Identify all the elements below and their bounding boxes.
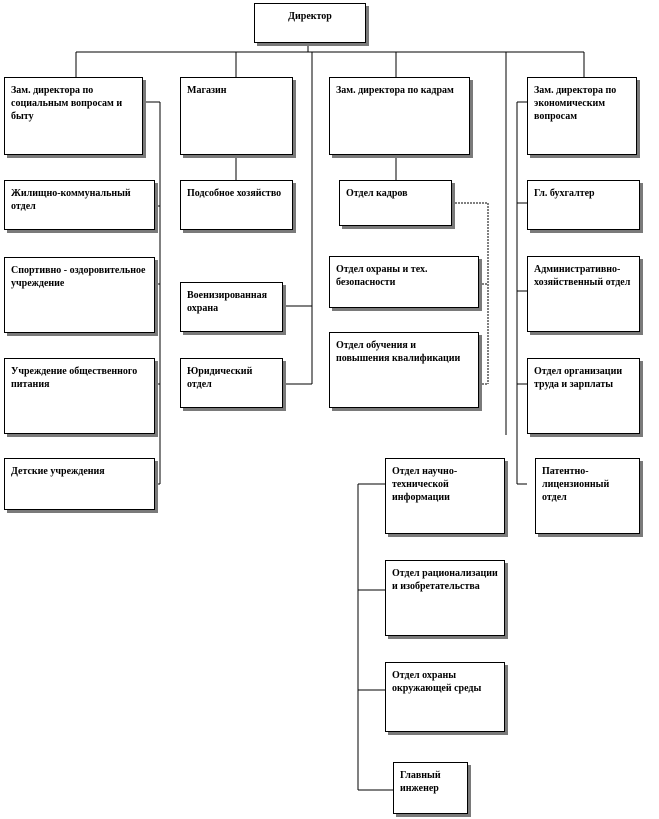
social-item-box: Детские учреждения — [4, 458, 155, 510]
social-item-box: Спортивно - оздоровительное учреждение — [4, 257, 155, 333]
engineering-item-box: Отдел научно-технической информации — [385, 458, 505, 534]
hr-head-box: Зам. директора по кадрам — [329, 77, 470, 155]
econ-item-box: Отдел организации труда и зарплаты — [527, 358, 640, 434]
social-item-box: Жилищно-коммунальный отдел — [4, 180, 155, 230]
econ-item-box: Гл. бухгалтер — [527, 180, 640, 230]
shop-head-box: Магазин — [180, 77, 293, 155]
social-item-box: Учреждение общественного питания — [4, 358, 155, 434]
social-head-box: Зам. директора по социальным вопросам и … — [4, 77, 143, 155]
shop-item-box: Подсобное хозяйство — [180, 180, 293, 230]
econ-head-box: Зам. директора по экономическим вопросам — [527, 77, 637, 155]
engineering-item-box: Отдел охраны окружающей среды — [385, 662, 505, 732]
hr-item-box: Отдел кадров — [339, 180, 452, 226]
director-box: Директор — [254, 3, 366, 43]
econ-item-box: Патентно-лицензионный отдел — [535, 458, 640, 534]
shop-item-box: Юридический отдел — [180, 358, 283, 408]
hr-item-box: Отдел охраны и тех. безопасности — [329, 256, 479, 308]
shop-item-box: Военизированная охрана — [180, 282, 283, 332]
chief-engineer-box: Главный инженер — [393, 762, 468, 814]
econ-item-box: Административно-хозяйственный отдел — [527, 256, 640, 332]
engineering-item-box: Отдел рационализации и изобретательства — [385, 560, 505, 636]
hr-item-box: Отдел обучения и повышения квалификации — [329, 332, 479, 408]
